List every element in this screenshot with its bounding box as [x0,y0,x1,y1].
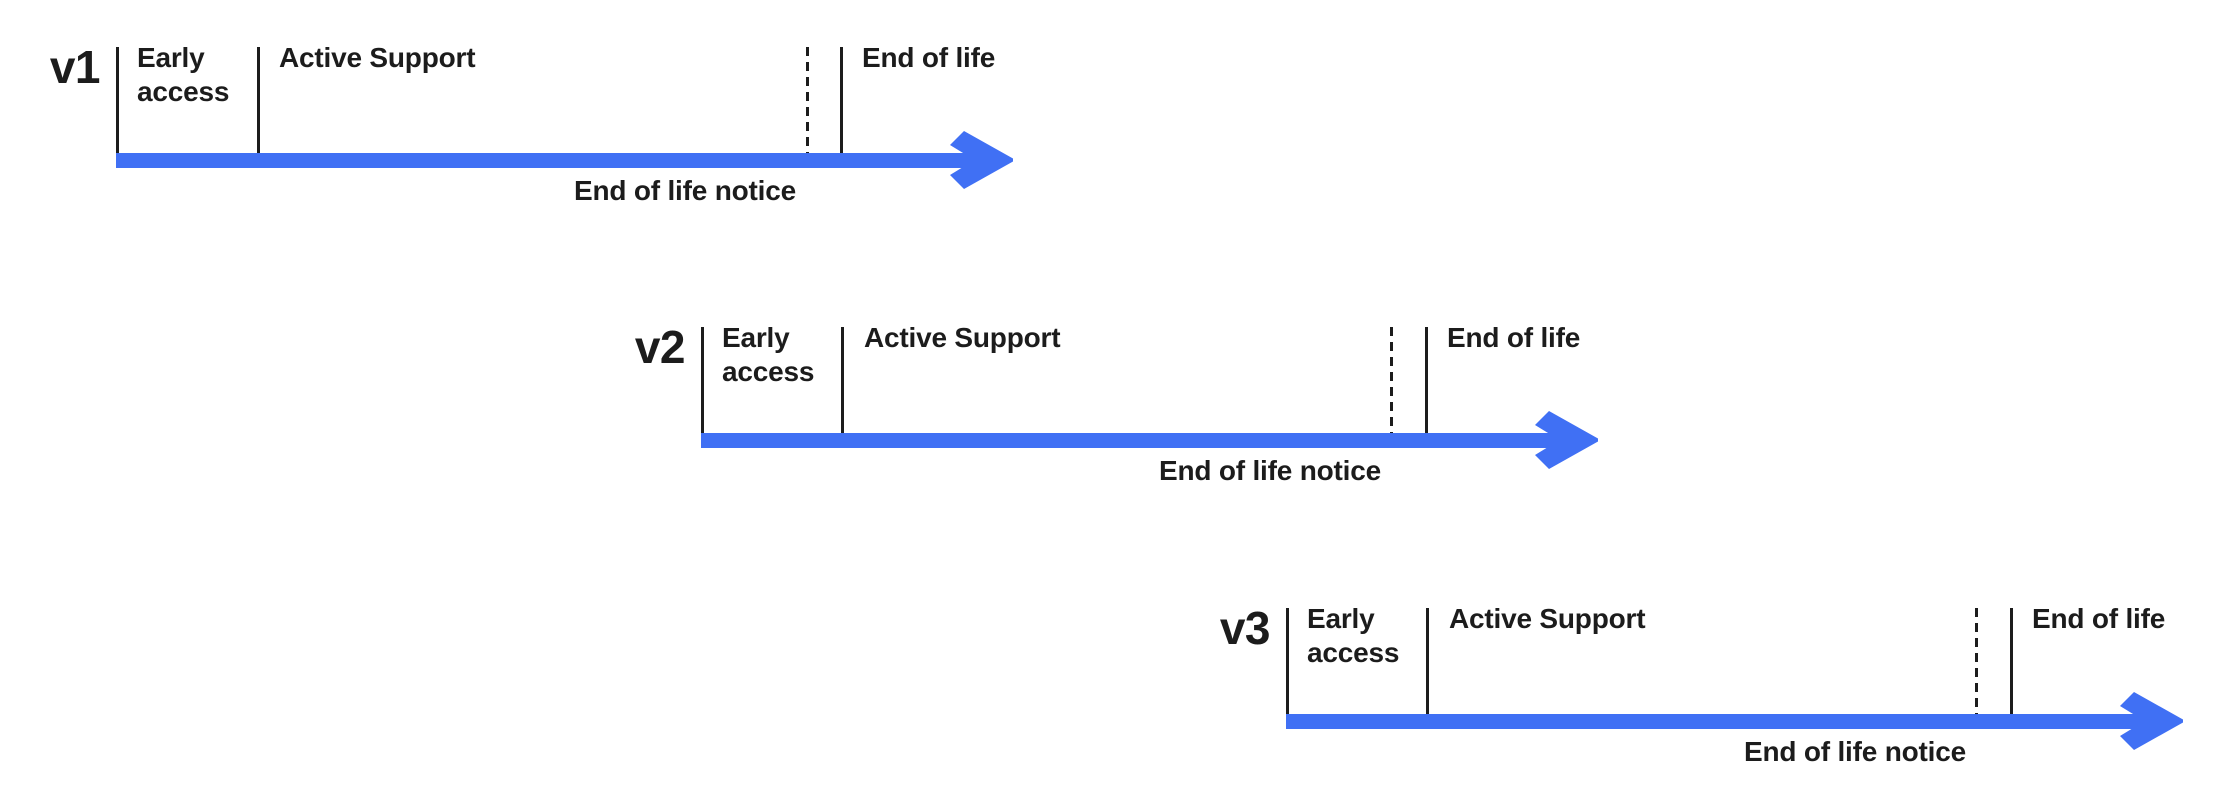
boundary-tick-end-of-life-start-v1 [840,47,843,153]
phase-label-end-of-life-v2: End of life [1447,322,1581,353]
timeline-track-v3: v3 Early access Active Support End of li… [0,561,2228,781]
boundary-tick-end-of-life-start-v2 [1425,327,1428,433]
timeline-bar-v3 [1286,714,2166,729]
arrow-head-icon-v2 [1535,411,1603,469]
notice-label-v1: End of life notice [574,175,796,206]
phase-label-active-support-v3: Active Support [1449,603,1646,634]
boundary-tick-end-of-life-notice-v1 [806,47,809,153]
boundary-tick-early-access-start-v1 [116,47,119,153]
boundary-tick-end-of-life-notice-v2 [1390,327,1393,433]
boundary-tick-active-support-start-v1 [257,47,260,153]
notice-label-v2: End of life notice [1159,455,1381,486]
phase-label-active-support-v2: Active Support [864,322,1061,353]
timeline-bar-v2 [701,433,1581,448]
boundary-tick-early-access-start-v3 [1286,608,1289,714]
timeline-track-v2: v2 Early access Active Support End of li… [0,280,1650,500]
phase-label-active-support-v1: Active Support [279,42,476,73]
arrow-head-icon-v1 [950,131,1018,189]
boundary-tick-active-support-start-v3 [1426,608,1429,714]
boundary-tick-active-support-start-v2 [841,327,844,433]
arrow-head-icon-v3 [2120,692,2188,750]
boundary-tick-end-of-life-notice-v3 [1975,608,1978,714]
phase-label-early-access-v3: Early access [1307,603,1400,668]
phase-label-early-access-v1: Early access [137,42,230,107]
phase-label-end-of-life-v3: End of life [2032,603,2166,634]
version-label-v3: v3 [1219,602,1271,654]
notice-label-v3: End of life notice [1744,736,1966,767]
phase-label-end-of-life-v1: End of life [862,42,996,73]
timeline-track-v1: v1 Early access Active Support End of li… [0,0,1060,220]
timeline-bar-v1 [116,153,996,168]
boundary-tick-early-access-start-v2 [701,327,704,433]
boundary-tick-end-of-life-start-v3 [2010,608,2013,714]
version-label-v2: v2 [634,321,686,373]
phase-label-early-access-v2: Early access [722,322,815,387]
version-label-v1: v1 [49,41,101,93]
